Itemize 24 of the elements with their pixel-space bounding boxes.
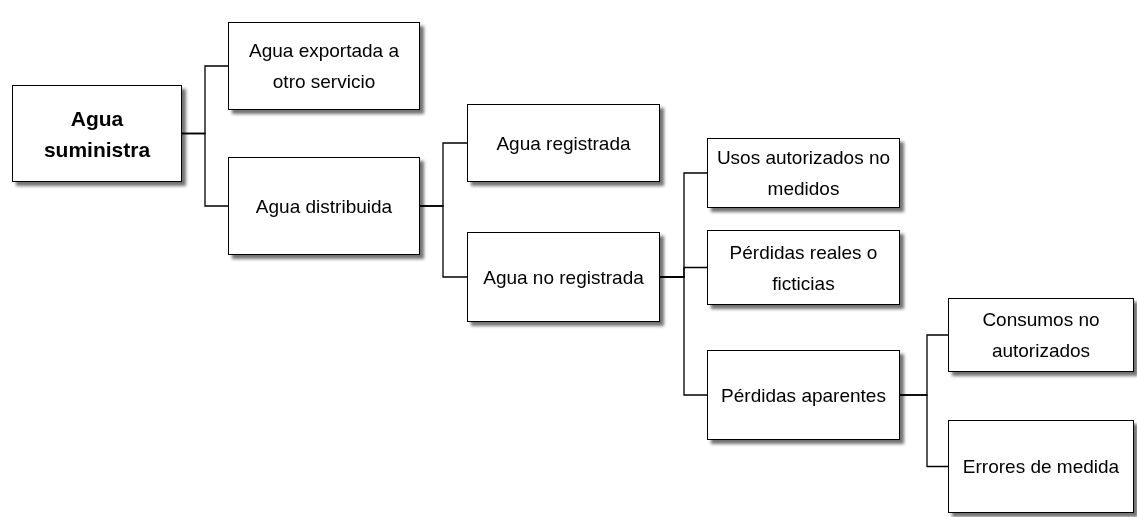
- connector-line: [659, 276, 708, 396]
- process-box: [228, 157, 420, 255]
- process-box: [707, 230, 900, 305]
- process-box: [948, 420, 1134, 513]
- connector-line: [181, 132, 229, 207]
- box-label: Pérdidas reales o ficticias: [728, 240, 879, 296]
- box-label: Agua exportada a otro servicio: [248, 39, 400, 94]
- process-box: [12, 85, 182, 182]
- box-label: Errores de medida: [962, 455, 1120, 479]
- box-label: Agua no registrada: [483, 265, 644, 290]
- process-box: [467, 104, 660, 182]
- box-label: Consumos no autorizados: [981, 308, 1101, 363]
- box-label: Pérdidas aparentes: [721, 383, 886, 408]
- connector-line: [899, 394, 949, 468]
- process-box: [948, 298, 1134, 372]
- process-box: [228, 22, 420, 110]
- box-label: Usos autorizados no medidos: [715, 146, 892, 201]
- box-label: Agua suministra: [42, 105, 152, 163]
- process-box: [707, 138, 900, 208]
- process-box: [467, 232, 660, 322]
- connector-line: [419, 205, 468, 278]
- box-label: Agua distribuida: [255, 194, 393, 219]
- box-label: Agua registrada: [496, 131, 631, 156]
- process-box: [707, 350, 900, 440]
